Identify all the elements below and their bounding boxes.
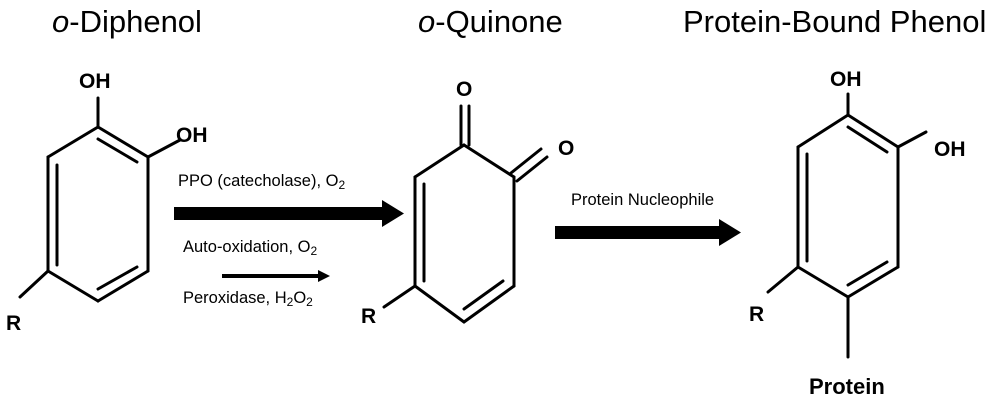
bond-r (382, 284, 417, 309)
oh-label: OH (176, 124, 208, 147)
oxygen-label: O (456, 78, 473, 101)
protein-bound-phenol-structure (766, 92, 928, 359)
r-group-label: R (749, 303, 765, 326)
oh-label: OH (79, 70, 111, 93)
bond (846, 113, 900, 149)
perox-subscript: 2 (286, 295, 294, 309)
r-group-label: R (361, 305, 377, 328)
title-diphenol-text: -Diphenol (69, 4, 202, 39)
carbonyl-bond (515, 155, 549, 183)
nucleophile-arrow (555, 219, 741, 246)
double-bond (96, 137, 139, 164)
bond (96, 125, 150, 159)
bond-oh (146, 138, 182, 159)
bond (462, 143, 516, 179)
ppo-text: PPO (catecholase), O (178, 172, 339, 190)
bond (796, 113, 850, 149)
title-italic-o: o (52, 4, 70, 39)
peroxidase-arrow (222, 270, 330, 282)
bond (46, 269, 100, 303)
ppo-arrow (174, 200, 404, 227)
double-bond (462, 279, 505, 311)
bond (96, 269, 150, 303)
title-o-diphenol: o-Diphenol (52, 4, 202, 40)
bond (46, 125, 100, 159)
bond (413, 143, 466, 179)
bond (462, 284, 516, 324)
ppo-subscript: 2 (338, 178, 346, 192)
oh-label: OH (934, 138, 966, 161)
title-protein-bound-phenol: Protein-Bound Phenol (683, 4, 987, 39)
title-italic-o: o (418, 4, 436, 39)
auto-oxidation-label: Auto-oxidation, O2 (183, 238, 317, 257)
auto-subscript: 2 (310, 244, 318, 258)
bond-r (766, 265, 800, 294)
auto-text: Auto-oxidation, O (183, 238, 311, 256)
double-bond (846, 260, 889, 287)
double-bond (96, 265, 139, 291)
protein-label: Protein (809, 374, 885, 399)
ppo-label: PPO (catecholase), O2 (178, 172, 345, 191)
perox-o-text: O (293, 289, 307, 307)
diphenol-structure (18, 96, 182, 303)
oh-label: OH (830, 68, 862, 91)
double-bond (846, 125, 889, 154)
r-group-label: R (6, 312, 22, 335)
perox-text: Peroxidase, H (183, 289, 287, 307)
perox-subscript: 2 (306, 295, 313, 309)
bond-r (18, 269, 50, 299)
peroxidase-label: Peroxidase, H2O2 (183, 289, 313, 308)
bond (796, 265, 850, 299)
bond (846, 265, 900, 299)
quinone-structure (382, 104, 549, 324)
nucleophile-label: Protein Nucleophile (571, 191, 715, 209)
bond-oh (896, 130, 928, 149)
oxygen-label: O (558, 137, 575, 160)
carbonyl-bond (509, 147, 543, 175)
title-o-quinone: o-Quinone (418, 4, 563, 40)
title-quinone-text: -Quinone (435, 4, 563, 39)
bond (413, 284, 466, 324)
